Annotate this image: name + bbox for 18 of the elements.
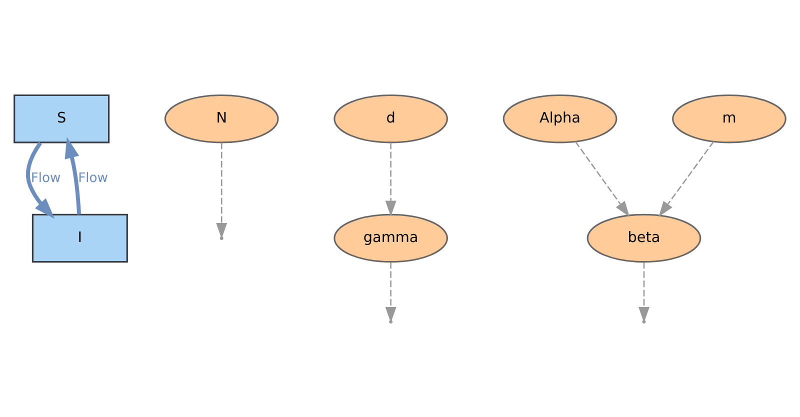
- node-box: S: [14, 94, 110, 143]
- node-ellipse: N: [164, 94, 279, 143]
- node-box: I: [32, 213, 128, 262]
- arrow: [638, 262, 650, 322]
- node-ellipse: m: [672, 94, 786, 143]
- node-ellipse: d: [334, 94, 448, 143]
- arrow: [64, 136, 82, 214]
- arrow: [658, 140, 714, 216]
- edge-label: Flow: [78, 170, 108, 186]
- node-ellipse: gamma: [334, 213, 448, 262]
- node-ellipse: Alpha: [502, 94, 618, 143]
- arrow: [385, 142, 396, 216]
- edge-label: Flow: [30, 170, 61, 186]
- arrow: [216, 142, 228, 238]
- arrow: [385, 262, 396, 322]
- node-ellipse: beta: [586, 213, 702, 262]
- arrow: [26, 141, 55, 218]
- arrow: [574, 140, 630, 216]
